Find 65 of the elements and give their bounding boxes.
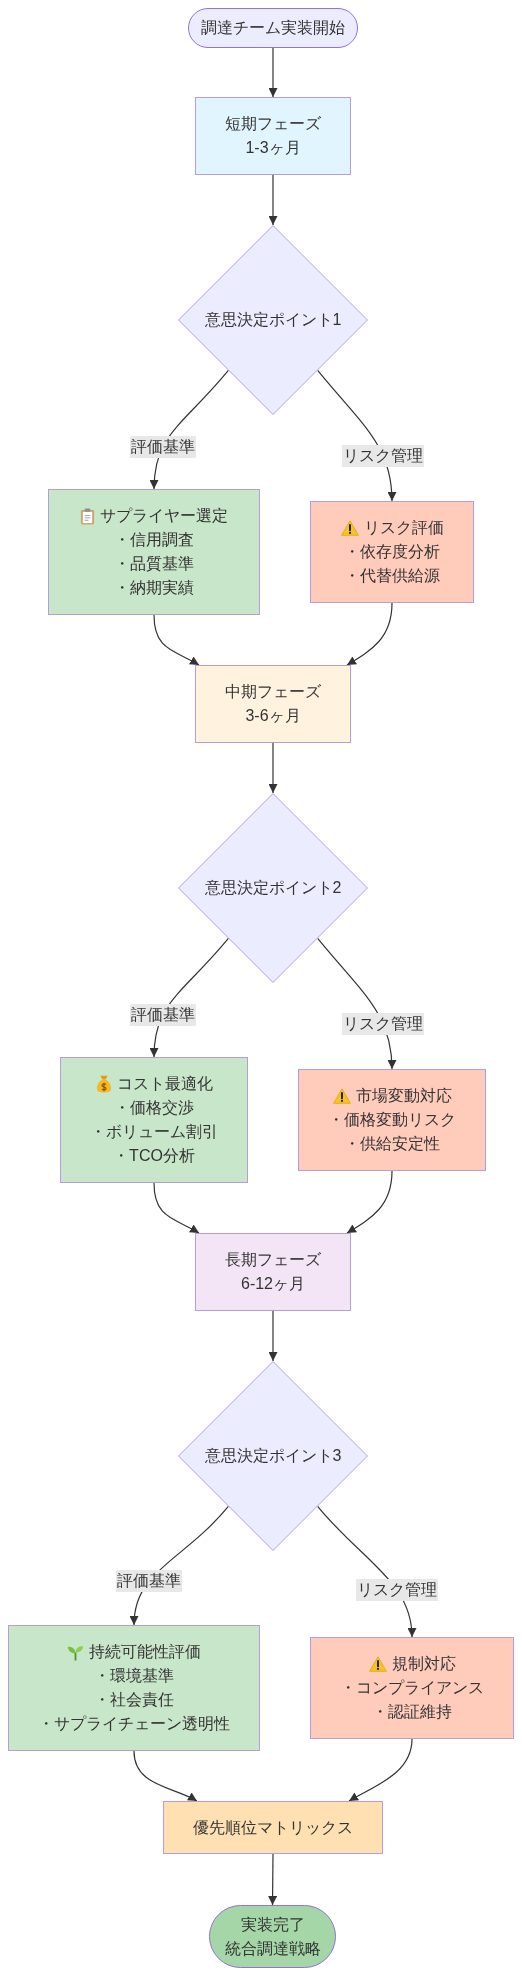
- arrow: [268, 47, 278, 98]
- process-box: [48, 489, 260, 615]
- process-box: [8, 1625, 260, 1751]
- arrow: [268, 1853, 278, 1906]
- bullet-item: ・ボリューム割引: [90, 1122, 218, 1142]
- bullet-item: ・代替供給源: [344, 566, 440, 586]
- heading-text: リスク評価: [363, 518, 444, 538]
- bullet-item: ・価格交渉: [114, 1098, 194, 1118]
- edge-label: 評価基準: [129, 436, 196, 458]
- decision-diamond: [178, 225, 368, 415]
- bullet-item: ・環境基準: [94, 1666, 174, 1686]
- bullet-item: ・TCO分析: [113, 1146, 195, 1166]
- bullet-item: ・供給安定性: [344, 1134, 440, 1154]
- label-text: 意思決定ポイント1: [204, 310, 342, 330]
- process-box: [310, 501, 474, 603]
- terminal-pill: [188, 8, 358, 48]
- arrow: [346, 1170, 393, 1234]
- bullet-item: ・サプライチェーン透明性: [38, 1714, 230, 1734]
- label-text: 優先順位マトリックス: [193, 1817, 353, 1838]
- bullet-item: ・社会責任: [94, 1690, 174, 1710]
- process-box: [195, 1233, 351, 1311]
- decision-diamond: [178, 1361, 368, 1551]
- edge-label: 評価基準: [129, 1004, 196, 1026]
- bullet-item: ・価格変動リスク: [328, 1110, 456, 1130]
- bullet-item: ・信用調査: [114, 530, 194, 550]
- subtitle-text: 統合調達戦略: [224, 1938, 321, 1959]
- arrow: [153, 614, 200, 666]
- heading-text: 長期フェーズ: [225, 1250, 321, 1270]
- process-box: [163, 1801, 383, 1854]
- heading-text: コスト最適化: [116, 1074, 213, 1094]
- edge-label: 評価基準: [115, 1570, 182, 1593]
- bullet-item: ・認証維持: [372, 1702, 452, 1722]
- arrow: [153, 1182, 200, 1234]
- arrow: [348, 1738, 413, 1802]
- bullet-item: ・依存度分析: [344, 542, 440, 562]
- decision-diamond: [178, 793, 368, 983]
- arrow: [268, 1310, 278, 1362]
- process-box: [195, 665, 351, 743]
- heading-text: 規制対応: [391, 1654, 456, 1674]
- label-text: 意思決定ポイント3: [204, 1446, 342, 1466]
- process-box: [60, 1057, 248, 1183]
- arrow: [268, 174, 278, 226]
- label-text: 意思決定ポイント2: [204, 878, 342, 898]
- subtitle-text: 1-3ヶ月: [245, 138, 301, 158]
- arrow: [133, 1750, 198, 1802]
- heading-text: 持続可能性評価: [89, 1642, 201, 1662]
- bullet-item: ・納期実績: [114, 578, 194, 598]
- bullet-item: ・品質基準: [114, 554, 194, 574]
- process-box: [310, 1637, 514, 1739]
- arrow: [346, 602, 393, 666]
- arrow: [268, 742, 278, 794]
- edge-label: リスク管理: [342, 444, 425, 467]
- heading-text: 実装完了: [240, 1914, 305, 1935]
- label-text: 調達チーム実装開始: [201, 18, 345, 38]
- process-box: [195, 97, 351, 175]
- edge-label: リスク管理: [356, 1579, 439, 1602]
- heading-text: 中期フェーズ: [225, 682, 321, 702]
- subtitle-text: 3-6ヶ月: [245, 706, 301, 726]
- heading-text: 市場変動対応: [355, 1086, 452, 1106]
- process-box: [298, 1069, 486, 1171]
- heading-text: 短期フェーズ: [225, 114, 321, 134]
- edge-label: リスク管理: [342, 1012, 425, 1035]
- bullet-item: ・コンプライアンス: [340, 1678, 484, 1698]
- subtitle-text: 6-12ヶ月: [241, 1274, 305, 1294]
- heading-text: サプライヤー選定: [100, 506, 228, 526]
